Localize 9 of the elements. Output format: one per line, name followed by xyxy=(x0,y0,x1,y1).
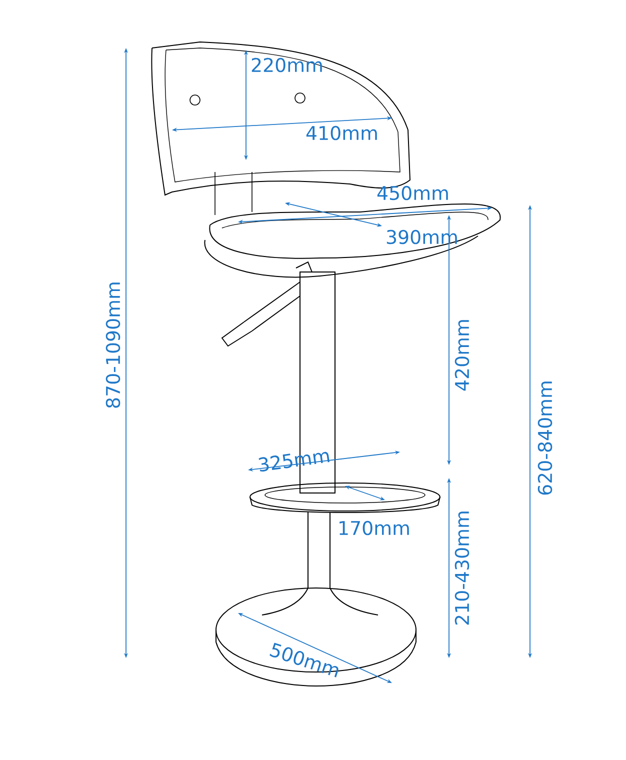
dimension-label: 620-840mm xyxy=(538,382,552,495)
dimension-label: 170mm xyxy=(340,520,409,536)
dimension-label: 210-430mm xyxy=(454,512,470,625)
dimension-label: 410mm xyxy=(306,126,377,140)
dimension-label: 870-1090mm xyxy=(106,282,120,408)
dimension-label: 220mm xyxy=(252,58,322,72)
dimension-label: 450mm xyxy=(377,186,448,200)
dimension-label: 325mm xyxy=(258,452,330,472)
dimension-label: 420mm xyxy=(454,320,470,391)
